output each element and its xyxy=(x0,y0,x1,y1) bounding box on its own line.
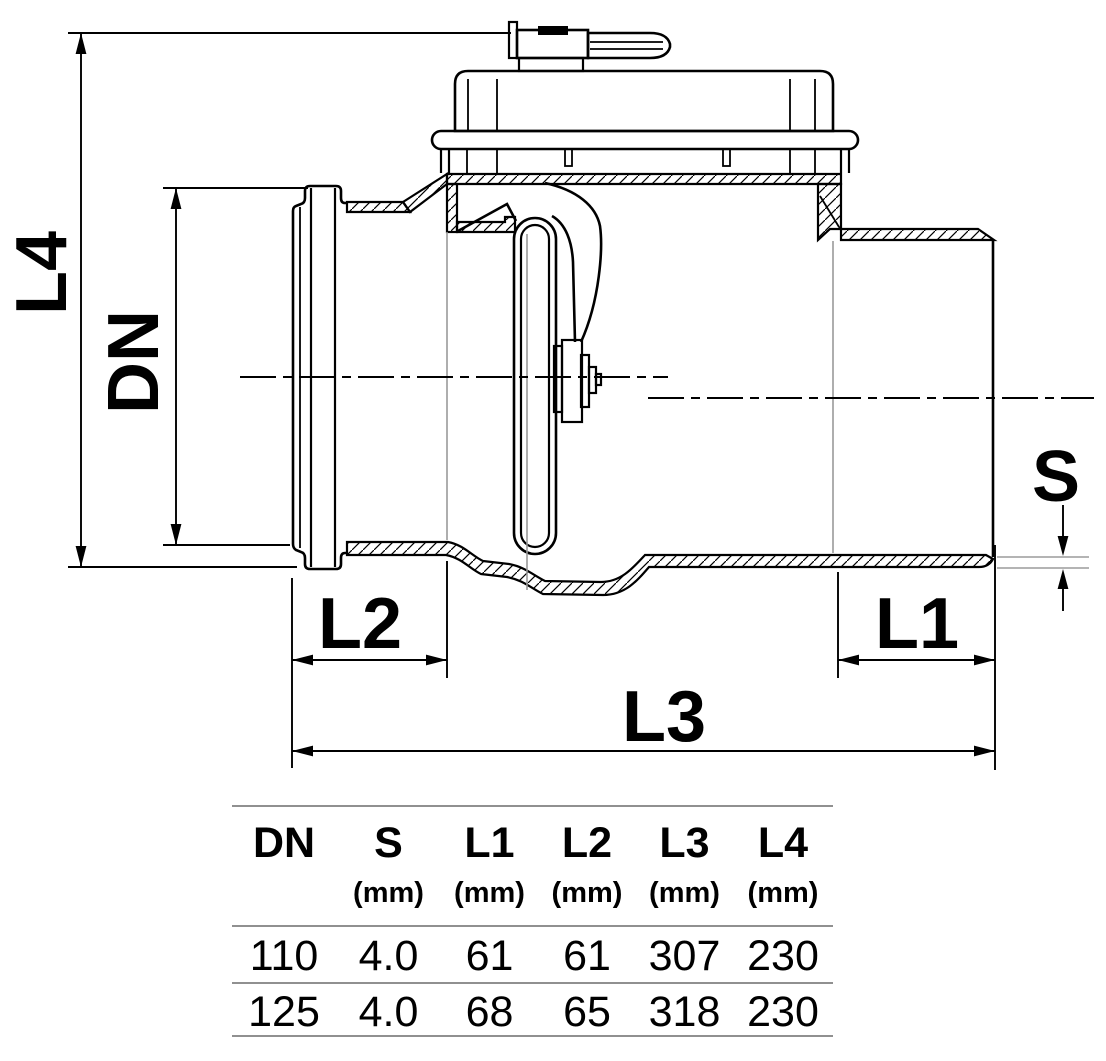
table-line-row1 xyxy=(232,982,833,984)
unit-l3: (mm) xyxy=(649,877,720,909)
valve-technical-drawing: L4 DN S xyxy=(2,20,1094,770)
body-top-wall xyxy=(445,172,843,186)
cap-outline xyxy=(453,69,835,133)
cell-dn110-l1: 61 xyxy=(465,932,514,980)
table-line-bottom xyxy=(232,1035,833,1037)
l4-label: L4 xyxy=(2,231,82,315)
cell-dn110-l3: 307 xyxy=(648,932,721,980)
l1-arrow-right xyxy=(974,654,995,666)
dn-arrow-bottom xyxy=(170,524,182,545)
header-dn: DN xyxy=(252,819,316,867)
unit-l4: (mm) xyxy=(747,877,819,909)
table-line-top xyxy=(232,805,833,807)
flap-clamp-bolt xyxy=(552,338,603,424)
socket-mouth-outline xyxy=(291,184,347,571)
flap-outer xyxy=(512,216,558,556)
handle-clip xyxy=(538,26,568,35)
l2-arrow-left xyxy=(292,654,313,666)
body-right-fillet xyxy=(819,195,840,228)
l3-arrow-right xyxy=(974,745,995,757)
valve-flap xyxy=(457,181,603,556)
collar-ribs xyxy=(466,149,816,173)
cell-dn125-dn: 125 xyxy=(248,988,320,1036)
dimension-l3: L3 xyxy=(292,545,996,770)
lid-cap xyxy=(430,69,860,173)
dn-arrow-top xyxy=(170,188,182,209)
socket-top-wall xyxy=(345,200,413,214)
flap-hinge-arm-outer xyxy=(544,181,603,343)
locking-handle xyxy=(507,20,672,73)
bolt-tip xyxy=(594,372,603,387)
l2-arrow-right xyxy=(426,654,447,666)
cap-collar xyxy=(439,149,851,173)
cap-ribs xyxy=(467,79,816,131)
unit-l1: (mm) xyxy=(454,877,525,909)
header-l2: L2 xyxy=(561,819,613,867)
header-s: S xyxy=(374,819,403,867)
cell-dn125-l4: 230 xyxy=(747,988,819,1036)
flap-hinge-arm-inner xyxy=(551,214,577,343)
cell-dn110-l2: 61 xyxy=(563,932,611,980)
unit-dn xyxy=(232,875,336,911)
collar-thread-mark-left xyxy=(564,148,573,167)
cell-dn125-s: 4.0 xyxy=(358,988,419,1036)
flap-inner xyxy=(519,223,551,549)
l3-arrow-left xyxy=(292,745,313,757)
table-row-dn125: 125 4.0 68 65 318 230 xyxy=(232,989,833,1035)
l1-label: L1 xyxy=(875,584,959,664)
dn-label: DN xyxy=(94,310,174,414)
unit-l2: (mm) xyxy=(551,877,623,909)
dimension-l1: L1 xyxy=(837,572,995,678)
outlet-pipe xyxy=(839,227,998,557)
l3-label: L3 xyxy=(622,677,706,757)
cell-dn110-l4: 230 xyxy=(747,932,819,980)
handle-lever-arm xyxy=(586,31,672,60)
l4-arrow-bottom xyxy=(75,546,87,567)
cell-dn110-s: 4.0 xyxy=(358,932,419,980)
dimension-l2: L2 xyxy=(291,561,448,768)
centerlines xyxy=(240,376,1094,399)
inlet-socket xyxy=(291,171,449,571)
header-l4: L4 xyxy=(757,819,809,867)
s-arrow-down xyxy=(1057,536,1069,556)
handle-stem xyxy=(517,56,585,73)
handle-lever-lines xyxy=(590,41,663,50)
unit-s: (mm) xyxy=(353,877,424,909)
dimension-l4: L4 xyxy=(2,32,511,568)
header-l1: L1 xyxy=(464,819,515,867)
s-arrow-up xyxy=(1057,569,1069,589)
outlet-top-wall xyxy=(839,227,998,242)
clamp-block xyxy=(560,338,584,424)
l4-arrow-top xyxy=(75,33,87,54)
flap-seat-bracket xyxy=(455,215,517,234)
table-row-dn110: 110 4.0 61 61 307 230 xyxy=(232,933,833,979)
body-left-wall xyxy=(445,182,459,234)
cap-flange-ring xyxy=(430,129,860,151)
cell-dn125-l2: 65 xyxy=(563,988,611,1036)
flap-hinge-lug xyxy=(457,202,518,233)
l1-arrow-left xyxy=(838,654,859,666)
table-units-row: (mm) (mm) (mm) (mm) (mm) xyxy=(232,875,833,911)
dimensions: L4 DN S xyxy=(2,32,1089,770)
socket-body-cone xyxy=(401,171,449,214)
spec-table: DN S L1 L2 L3 L4 (mm) (mm) (mm) (mm) (mm… xyxy=(232,805,833,1039)
header-l3: L3 xyxy=(659,819,710,867)
table-line-header xyxy=(232,925,833,927)
body-bottom-wall xyxy=(345,540,995,597)
projection-lines xyxy=(446,232,834,590)
cell-dn125-l3: 318 xyxy=(648,988,721,1036)
cell-dn110-dn: 110 xyxy=(249,932,319,980)
l2-label: L2 xyxy=(318,584,402,664)
cell-dn125-l1: 68 xyxy=(465,988,514,1036)
s-label: S xyxy=(1032,437,1080,517)
dimension-dn: DN xyxy=(94,187,308,546)
valve-figure xyxy=(240,20,1094,597)
dimension-s: S xyxy=(997,437,1089,611)
table-header-row: DN S L1 L2 L3 L4 xyxy=(232,821,833,865)
valve-body xyxy=(345,172,995,597)
collar-thread-mark-right xyxy=(722,148,731,167)
